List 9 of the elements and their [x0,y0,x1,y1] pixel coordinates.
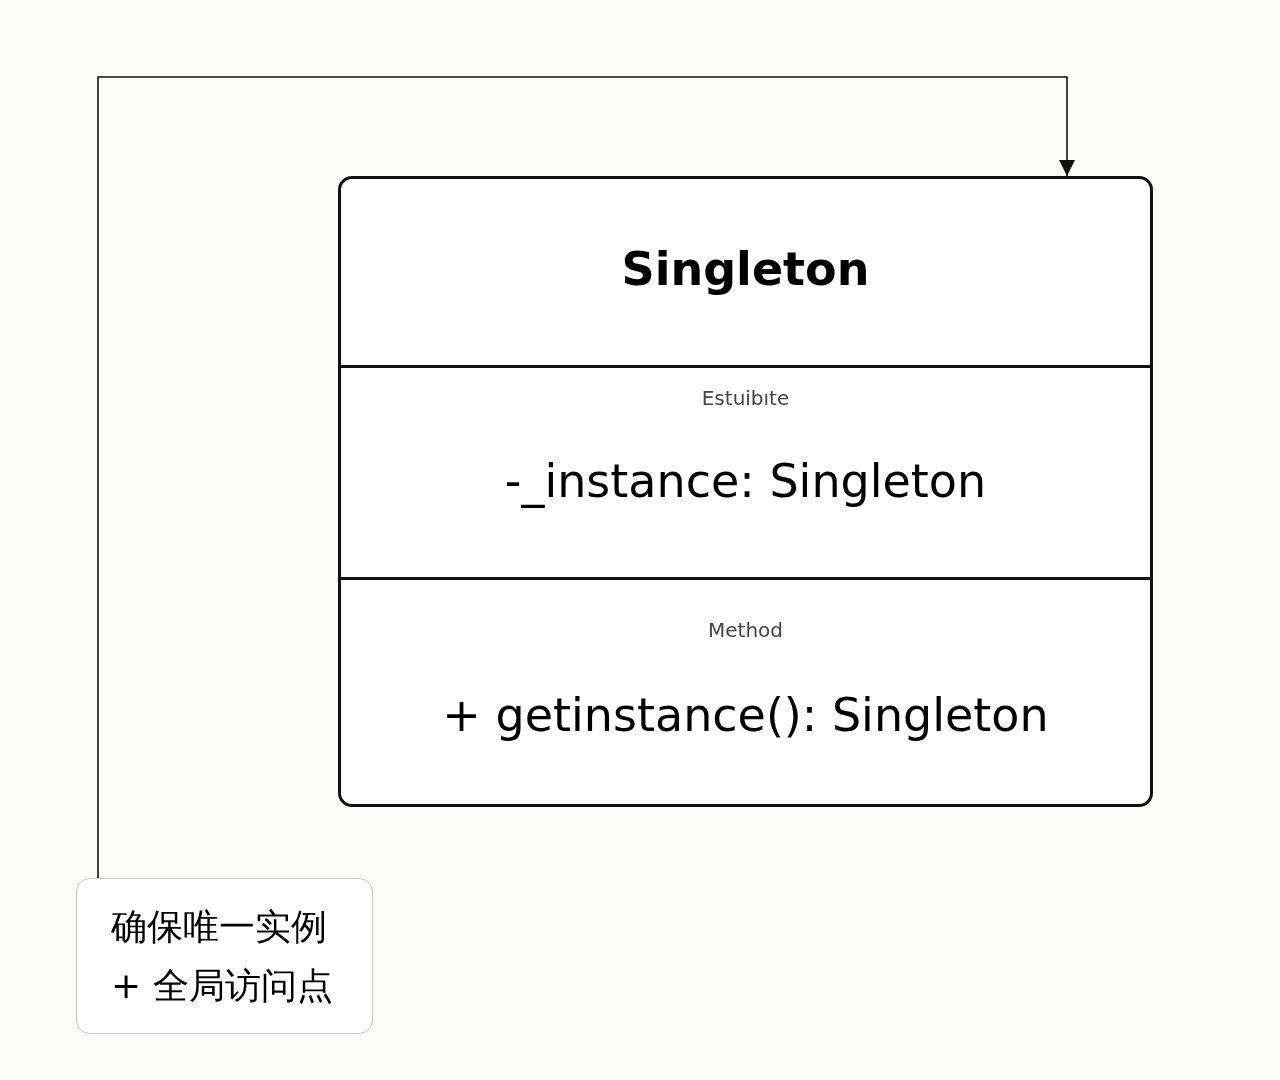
attribute-text: -_instance: Singleton [504,454,987,508]
note-text: 确保唯一实例+ 全局访问点 [111,904,334,1008]
class-name: Singleton [621,242,870,296]
class-box [338,176,1153,807]
section-heading: Estuibıte [701,386,790,410]
note-box [76,878,373,1034]
section-heading: Method [708,618,783,642]
arrow [97,76,1075,879]
method-text: + getinstance(): Singleton [442,688,1049,742]
